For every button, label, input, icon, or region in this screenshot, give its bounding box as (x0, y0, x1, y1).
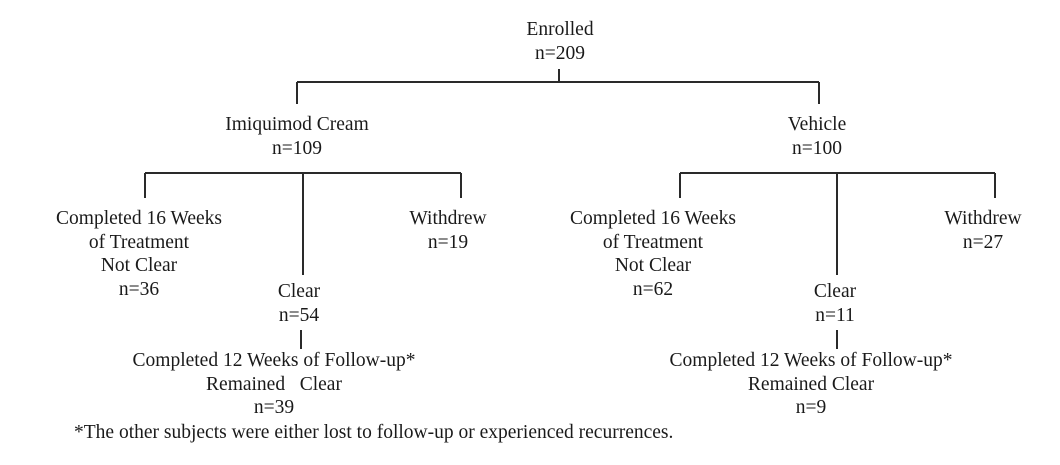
clear-count: n=11 (815, 304, 855, 326)
vehicle-not-clear-node: Completed 16 Weeks of Treatment Not Clea… (570, 207, 736, 301)
imiquimod-arm-node: Imiquimod Cream n=109 (225, 113, 369, 160)
not-clear-line-1: Completed 16 Weeks (570, 208, 736, 229)
imiquimod-not-clear-node: Completed 16 Weeks of Treatment Not Clea… (56, 207, 222, 301)
not-clear-count: n=36 (118, 278, 160, 300)
follow-up-line-1: Completed 12 Weeks of Follow-up* (132, 350, 416, 371)
imiquimod-withdrew-node: Withdrew n=19 (409, 207, 486, 254)
not-clear-count: n=62 (632, 278, 674, 300)
arm-label: Vehicle (787, 114, 847, 135)
imiquimod-clear-node: Clear n=54 (278, 280, 320, 327)
clear-label: Clear (277, 281, 321, 302)
withdrew-count: n=27 (962, 231, 1004, 253)
follow-up-line-1: Completed 12 Weeks of Follow-up* (669, 350, 953, 371)
follow-up-line-2: Remained Clear (206, 373, 342, 395)
clear-count: n=54 (278, 304, 320, 326)
vehicle-follow-up-node: Completed 12 Weeks of Follow-up* Remaine… (670, 349, 953, 420)
vehicle-withdrew-node: Withdrew n=27 (944, 207, 1021, 254)
not-clear-line-1: Completed 16 Weeks (56, 208, 222, 229)
follow-up-count: n=9 (795, 397, 827, 418)
withdrew-label: Withdrew (944, 208, 1022, 229)
arm-count: n=109 (272, 137, 322, 159)
enrolled-count: n=209 (535, 42, 585, 64)
vehicle-arm-node: Vehicle n=100 (788, 113, 846, 160)
withdrew-count: n=19 (427, 231, 469, 253)
not-clear-line-3: Not Clear (614, 255, 692, 276)
footnote: *The other subjects were either lost to … (74, 422, 674, 443)
imiquimod-follow-up-node: Completed 12 Weeks of Follow-up* Remaine… (133, 349, 416, 420)
enrolled-node: Enrolled n=209 (526, 18, 593, 65)
withdrew-label: Withdrew (409, 208, 487, 229)
arm-count: n=100 (791, 137, 842, 159)
follow-up-count: n=39 (253, 397, 295, 418)
follow-up-line-2: Remained Clear (747, 373, 875, 395)
not-clear-line-3: Not Clear (100, 255, 178, 276)
vehicle-clear-node: Clear n=11 (814, 280, 856, 327)
not-clear-line-2: of Treatment (88, 231, 190, 253)
arm-label: Imiquimod Cream (225, 114, 369, 135)
not-clear-line-2: of Treatment (602, 231, 704, 253)
clear-label: Clear (813, 281, 857, 302)
enrolled-label: Enrolled (526, 19, 594, 40)
